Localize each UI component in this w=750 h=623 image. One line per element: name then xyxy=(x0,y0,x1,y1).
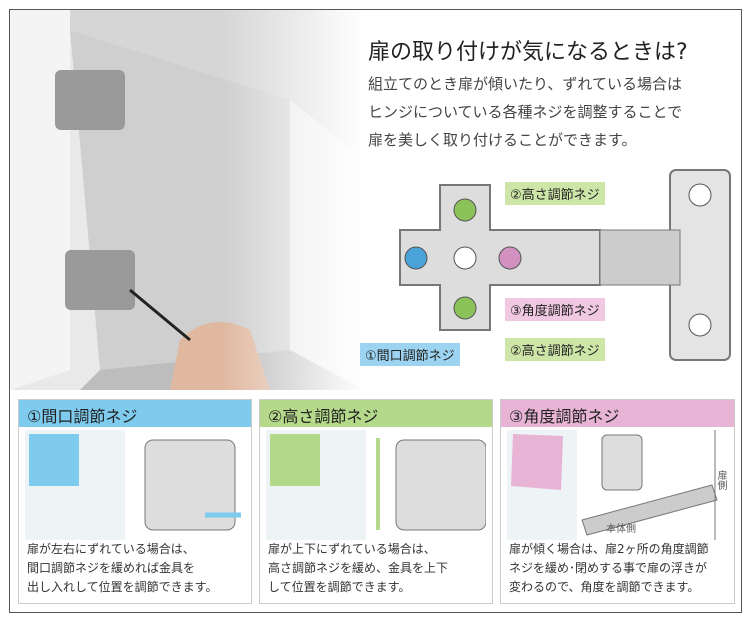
desc-line: 高さ調節ネジを緩め、金具を上下 xyxy=(268,561,449,575)
lead-text: 組立てのとき扉が傾いたり、ずれている場合は ヒンジについている各種ネジを調整する… xyxy=(368,70,682,154)
panel-description: 扉が上下にずれている場合は、 高さ調節ネジを緩め、金具を上下 して位置を調節でき… xyxy=(268,540,448,597)
desc-line: 扉が左右にずれている場合は、 xyxy=(27,542,195,556)
label-height-screw-bottom: ②高さ調節ネジ xyxy=(505,338,605,361)
desc-line: 出し入れして位置を調節できます。 xyxy=(27,580,218,594)
hinge-diagram: ②高さ調節ネジ ③角度調節ネジ ①間口調節ネジ ②高さ調節ネジ xyxy=(360,165,745,375)
desc-line: 間口調節ネジを緩めれば金具を xyxy=(27,561,196,575)
panel-description: 扉が左右にずれている場合は、 間口調節ネジを緩めれば金具を 出し入れして位置を調… xyxy=(27,540,217,597)
desc-line: ネジを緩め･閉めする事で扉の浮きが xyxy=(509,561,708,575)
height-adjust-illustration xyxy=(266,430,486,540)
cabinet-photo xyxy=(10,10,365,390)
lead-line: 組立てのとき扉が傾いたり、ずれている場合は xyxy=(368,75,682,93)
outer-frame xyxy=(9,9,742,613)
desc-line: 扉が傾く場合は、扉2ヶ所の角度調節 xyxy=(509,542,709,556)
body-side-label: 本体側 xyxy=(606,524,636,535)
lead-line: 扉を美しく取り付けることができます。 xyxy=(368,131,637,149)
panel-height-adjust: ②高さ調節ネジ 扉が上下にずれている場合は、 高さ調節ネジを緩め、金具を上下 し… xyxy=(259,399,493,604)
hinge-illustration xyxy=(399,169,731,361)
panel-width-adjust: ①間口調節ネジ 扉が左右にずれている場合は、 間口調節ネジを緩めれば金具を 出し… xyxy=(18,399,252,604)
label-height-screw-top: ②高さ調節ネジ xyxy=(505,182,605,205)
panel-title: ③角度調節ネジ xyxy=(501,400,734,427)
label-width-screw: ①間口調節ネジ xyxy=(360,343,460,366)
panel-title: ①間口調節ネジ xyxy=(19,400,251,427)
desc-line: 変わるので、角度を調節できます。 xyxy=(509,580,700,594)
panel-description: 扉が傾く場合は、扉2ヶ所の角度調節 ネジを緩め･閉めする事で扉の浮きが 変わるの… xyxy=(509,540,709,597)
desc-line: 扉が上下にずれている場合は、 xyxy=(268,542,436,556)
desc-line: して位置を調節できます。 xyxy=(268,580,411,594)
label-angle-screw: ③角度調節ネジ xyxy=(505,298,605,321)
panel-title: ②高さ調節ネジ xyxy=(260,400,492,427)
lead-line: ヒンジについている各種ネジを調整することで xyxy=(368,103,683,121)
width-adjust-illustration xyxy=(25,430,241,540)
panel-angle-adjust: ③角度調節ネジ 扉側 本体側 扉が傾く場合は、扉2ヶ所の角度調節 ネジを緩め･閉… xyxy=(500,399,735,604)
page-title: 扉の取り付けが気になるときは? xyxy=(368,40,688,65)
door-side-label: 扉側 xyxy=(715,470,726,490)
angle-adjust-illustration xyxy=(507,430,718,540)
